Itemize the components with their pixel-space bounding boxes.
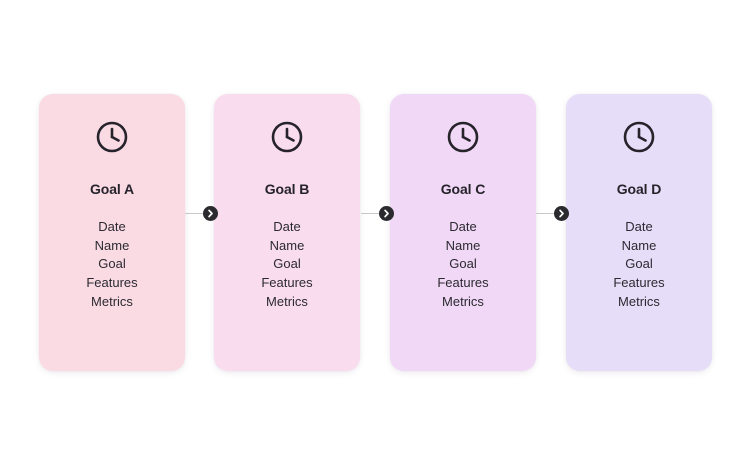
goal-detail-list: Date Name Goal Features Metrics	[390, 218, 536, 312]
connector-line	[361, 212, 379, 214]
list-item: Metrics	[442, 293, 484, 309]
list-item: Date	[625, 219, 653, 234]
list-item: Metrics	[618, 293, 660, 309]
connector-line	[185, 212, 203, 214]
list-item: Features	[613, 275, 665, 291]
list-item: Metrics	[91, 293, 133, 309]
goal-card-title: Goal C	[440, 181, 486, 197]
goal-card-title: Goal B	[264, 181, 310, 197]
list-item: Name	[269, 237, 305, 253]
goal-card-c[interactable]: Goal C Date Name Goal Features Metrics	[390, 94, 536, 371]
list-item: Name	[94, 237, 130, 253]
goal-card-title: Goal D	[616, 181, 662, 197]
chevron-right-icon[interactable]	[379, 205, 394, 221]
goal-detail-list: Date Name Goal Features Metrics	[214, 218, 360, 312]
list-item: Metrics	[266, 293, 308, 309]
goal-detail-list: Date Name Goal Features Metrics	[39, 218, 185, 312]
list-item: Date	[449, 219, 477, 234]
connector-a-b	[185, 205, 218, 221]
goal-detail-list: Date Name Goal Features Metrics	[566, 218, 712, 312]
clock-icon	[95, 120, 129, 154]
clock-icon	[446, 120, 480, 154]
list-item: Features	[261, 275, 313, 291]
connector-b-c	[361, 205, 394, 221]
goal-card-a[interactable]: Goal A Date Name Goal Features Metrics	[39, 94, 185, 371]
goal-card-title: Goal A	[90, 181, 134, 197]
goal-card-d[interactable]: Goal D Date Name Goal Features Metrics	[566, 94, 712, 371]
clock-icon	[622, 120, 656, 154]
list-item: Goal	[449, 256, 477, 272]
list-item: Goal	[98, 256, 126, 272]
list-item: Date	[98, 219, 126, 234]
chevron-right-icon[interactable]	[554, 205, 569, 221]
connector-c-d	[536, 205, 569, 221]
list-item: Features	[86, 275, 138, 291]
list-item: Goal	[625, 256, 653, 272]
list-item: Name	[621, 237, 657, 253]
clock-icon	[270, 120, 304, 154]
list-item: Date	[273, 219, 301, 234]
list-item: Name	[445, 237, 481, 253]
list-item: Goal	[273, 256, 301, 272]
goal-card-b[interactable]: Goal B Date Name Goal Features Metrics	[214, 94, 360, 371]
list-item: Features	[437, 275, 489, 291]
connector-line	[536, 212, 554, 214]
chevron-right-icon[interactable]	[203, 205, 218, 221]
